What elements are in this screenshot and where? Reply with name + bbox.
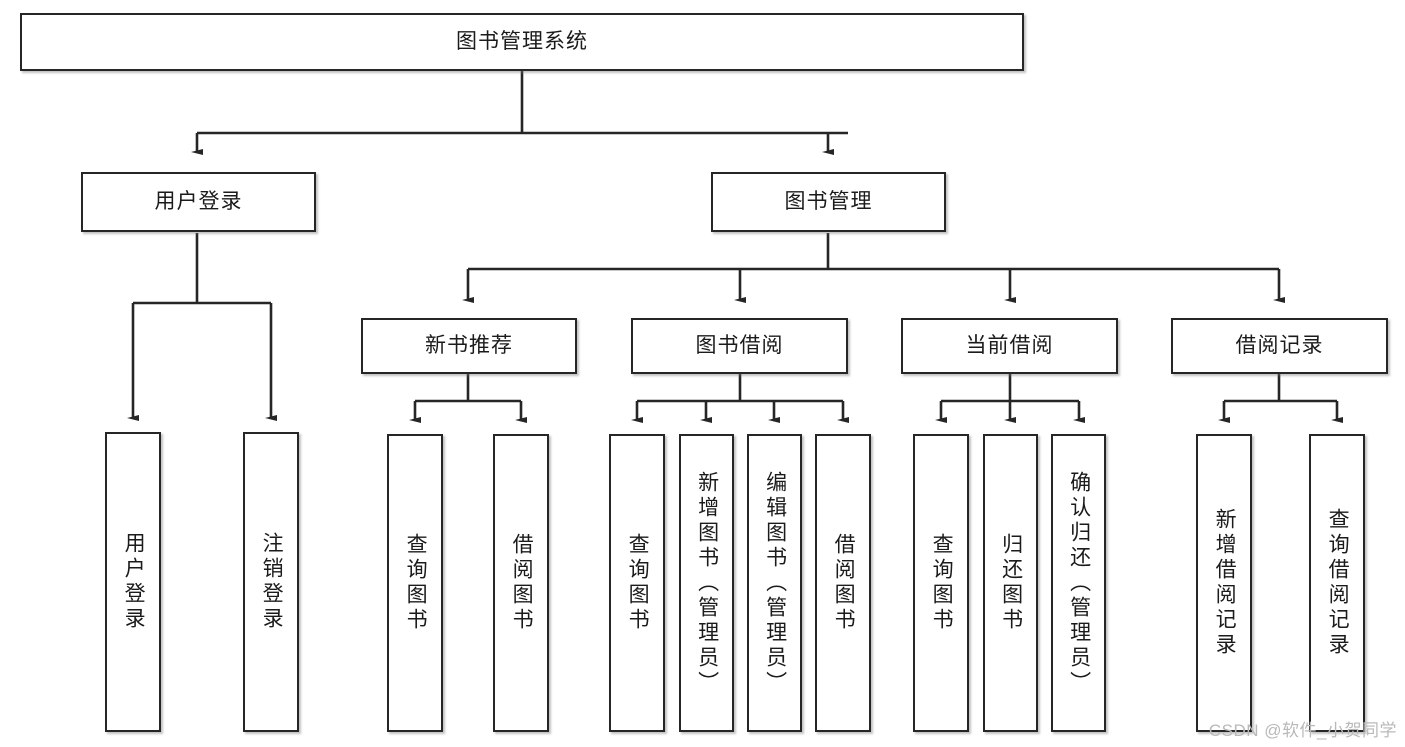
node-borrow-record[interactable]: 借阅记录 — [1171, 318, 1388, 374]
node-book-borrow[interactable]: 图书借阅 — [631, 318, 848, 374]
node-leaf-query-book-1[interactable]: 查询图书 — [387, 434, 443, 732]
node-leaf-add-record[interactable]: 新增借阅记录 — [1196, 434, 1252, 732]
node-leaf-borrow-book-2[interactable]: 借阅图书 — [815, 434, 871, 732]
node-leaf-query-book-3-label: 查询图书 — [930, 533, 954, 633]
node-leaf-query-book-2-label: 查询图书 — [626, 533, 650, 633]
node-leaf-edit-book[interactable]: 编辑图书（管理员） — [747, 434, 802, 732]
node-leaf-return-book-label: 归还图书 — [999, 533, 1023, 633]
node-leaf-query-record-label: 查询借阅记录 — [1326, 508, 1350, 658]
node-leaf-add-record-label: 新增借阅记录 — [1213, 508, 1237, 658]
node-borrow-record-label: 借阅记录 — [1235, 334, 1324, 358]
node-leaf-add-book-label: 新增图书（管理员） — [695, 470, 719, 696]
node-leaf-add-book[interactable]: 新增图书（管理员） — [679, 434, 734, 732]
node-leaf-borrow-book-1-label: 借阅图书 — [510, 533, 534, 633]
node-new-book-rec[interactable]: 新书推荐 — [361, 318, 577, 374]
node-root[interactable]: 图书管理系统 — [20, 13, 1024, 71]
node-leaf-borrow-book-1[interactable]: 借阅图书 — [493, 434, 549, 732]
node-leaf-query-record[interactable]: 查询借阅记录 — [1309, 434, 1365, 732]
node-leaf-user-login[interactable]: 用户登录 — [105, 432, 161, 732]
node-book-manage[interactable]: 图书管理 — [711, 172, 946, 232]
node-new-book-rec-label: 新书推荐 — [425, 334, 513, 358]
node-leaf-confirm-return[interactable]: 确认归还（管理员） — [1051, 434, 1106, 732]
node-leaf-logout[interactable]: 注销登录 — [243, 432, 299, 732]
node-leaf-query-book-2[interactable]: 查询图书 — [609, 434, 665, 732]
node-leaf-borrow-book-2-label: 借阅图书 — [832, 533, 856, 633]
node-user-login[interactable]: 用户登录 — [81, 172, 316, 232]
node-leaf-user-login-label: 用户登录 — [122, 532, 146, 632]
node-leaf-return-book[interactable]: 归还图书 — [983, 434, 1038, 732]
node-leaf-logout-label: 注销登录 — [260, 532, 284, 632]
node-leaf-edit-book-label: 编辑图书（管理员） — [763, 470, 787, 696]
node-book-manage-label: 图书管理 — [784, 190, 873, 214]
node-user-login-label: 用户登录 — [154, 190, 243, 214]
node-current-borrow[interactable]: 当前借阅 — [901, 318, 1118, 374]
node-leaf-confirm-return-label: 确认归还（管理员） — [1067, 470, 1091, 696]
node-book-borrow-label: 图书借阅 — [695, 334, 784, 358]
node-root-label: 图书管理系统 — [456, 30, 588, 54]
node-leaf-query-book-1-label: 查询图书 — [404, 533, 428, 633]
node-leaf-query-book-3[interactable]: 查询图书 — [913, 434, 969, 732]
node-current-borrow-label: 当前借阅 — [965, 334, 1054, 358]
